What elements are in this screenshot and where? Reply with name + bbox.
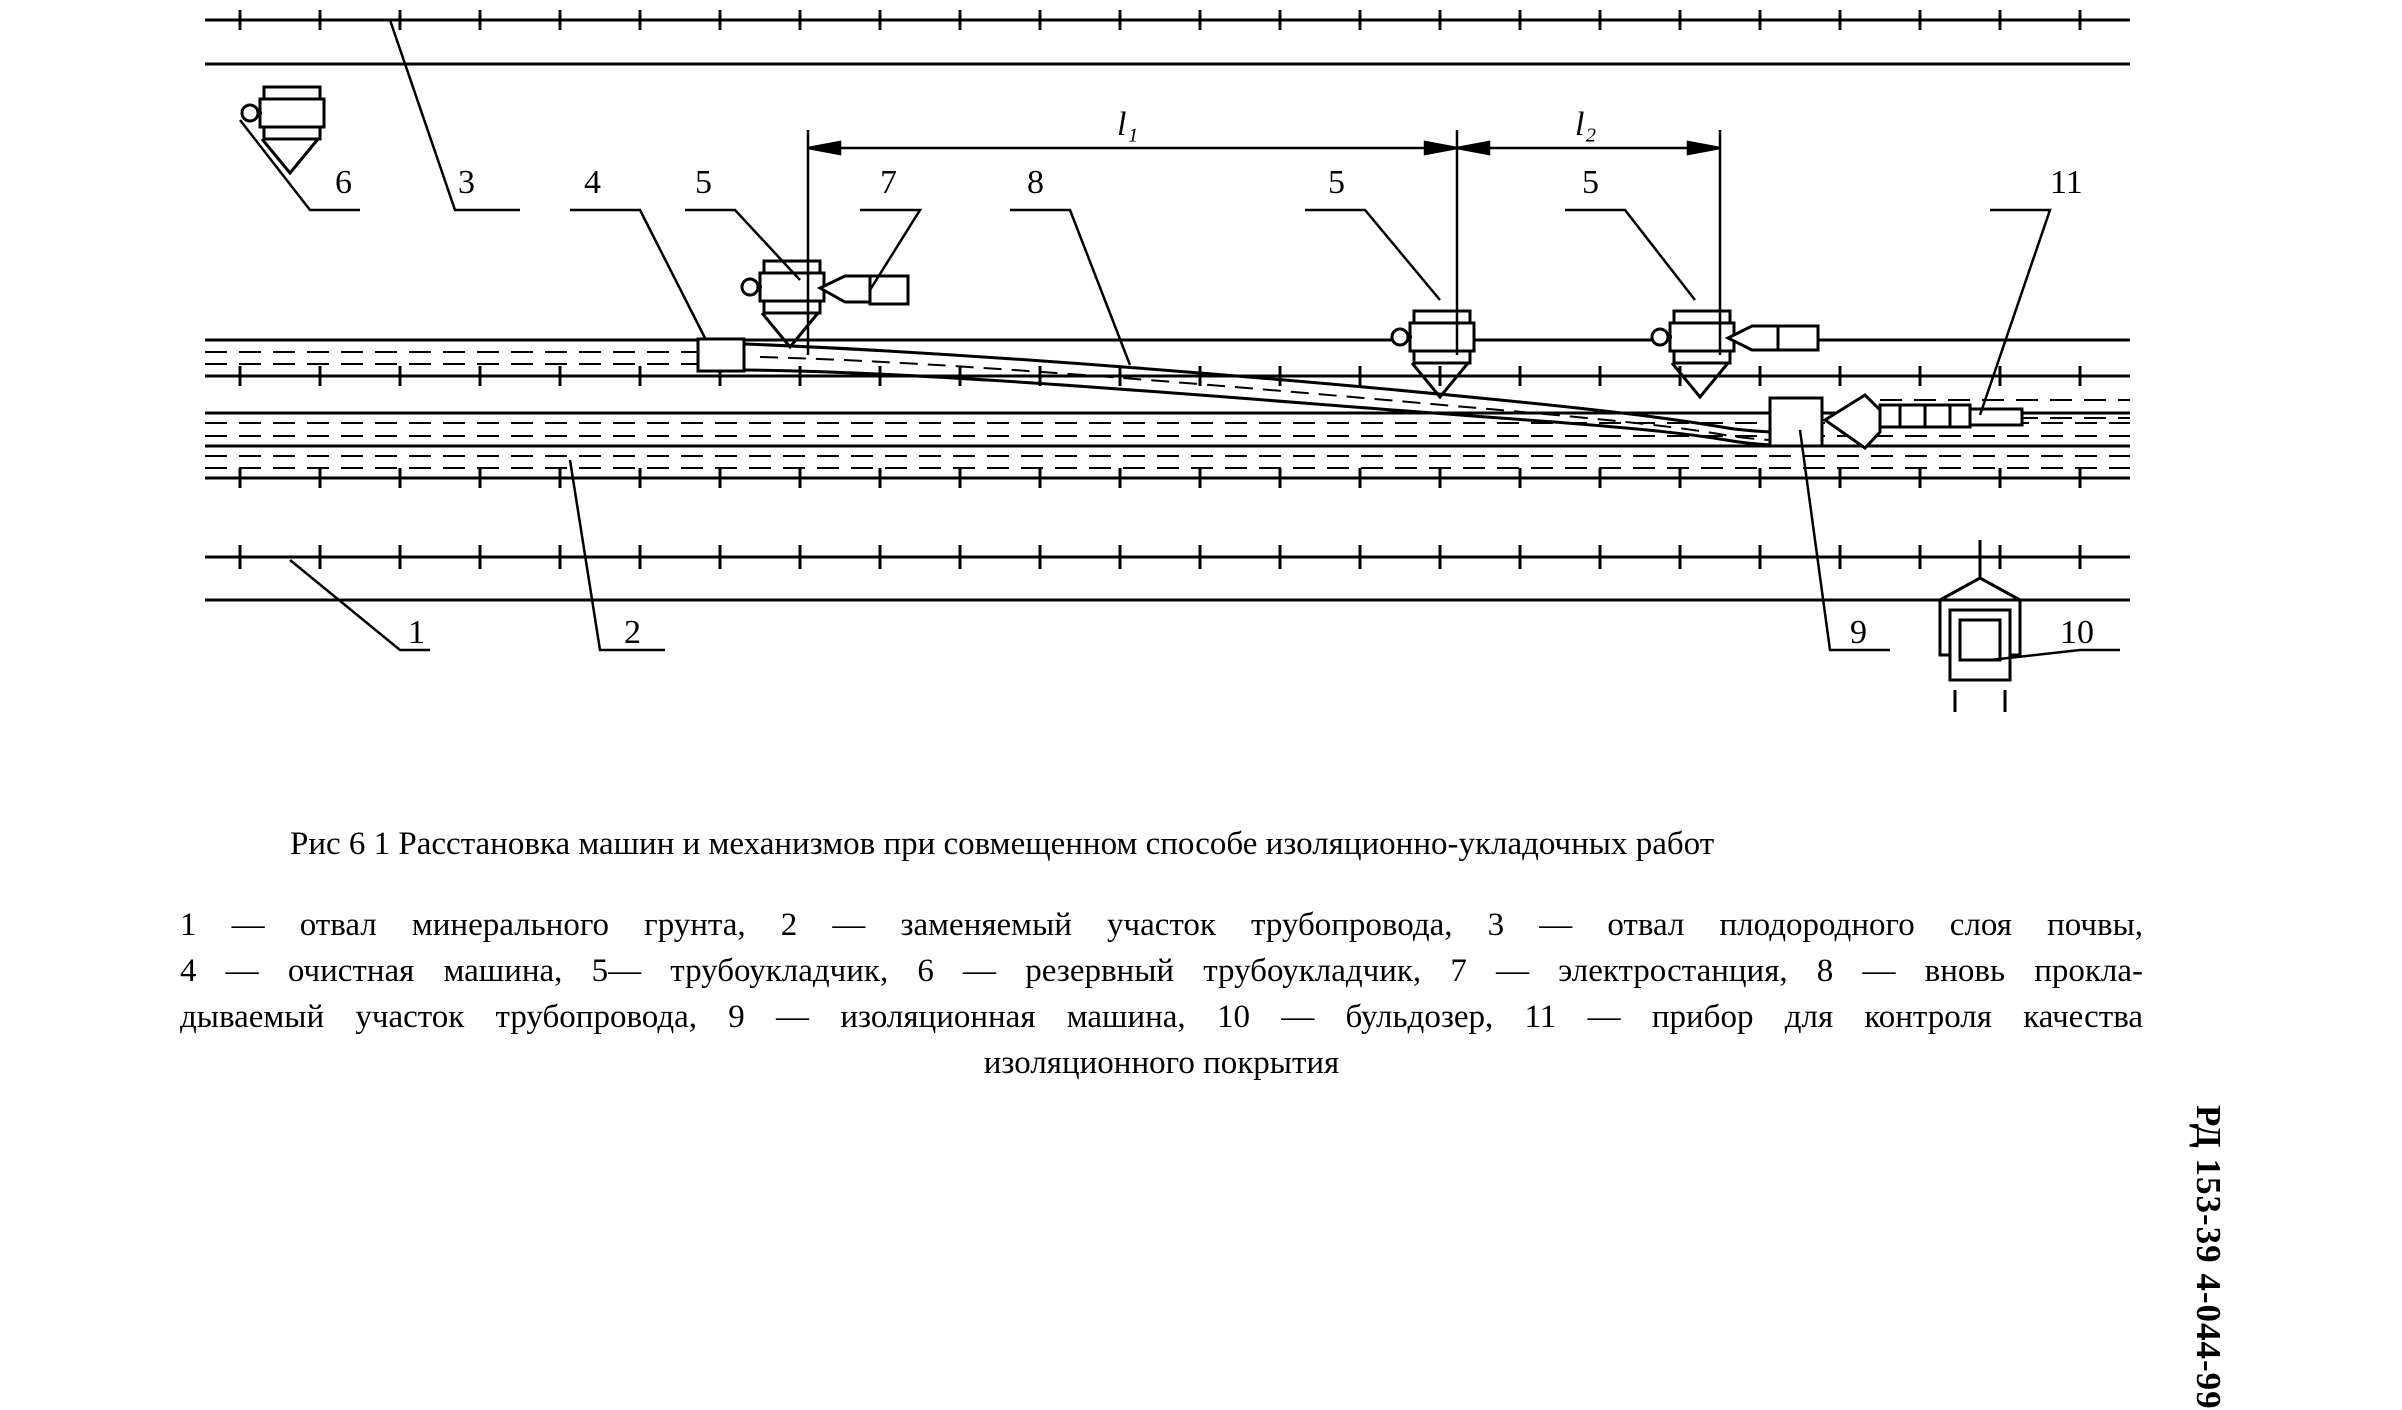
pipeline-layout-diagram: 6 3 4 5 7 8 5 5 11 1 2 9 10 l₁ l₂ [205, 10, 2130, 712]
mineral-dump-lines [205, 545, 2130, 602]
figure-legend: 1 — отвал минерального грунта, 2 — замен… [180, 902, 2143, 1086]
label-n5-second: 5 [1328, 164, 1345, 201]
figure-caption-title: Рис 6 1 Расстановка машин и механизмов п… [290, 826, 1715, 862]
document-number: РД 153-39 4-044-99 [2189, 1105, 2228, 1410]
label-n11: 11 [2050, 164, 2083, 201]
label-n5-third: 5 [1582, 164, 1599, 201]
label-n6: 6 [335, 164, 352, 201]
label-n7: 7 [880, 164, 897, 201]
bulldozer [1938, 540, 2022, 712]
power-station [816, 274, 910, 306]
label-n3: 3 [458, 164, 475, 201]
label-n5-first: 5 [695, 164, 712, 201]
label-group: 6 3 4 5 7 8 5 5 11 1 2 9 10 l₁ l₂ [335, 106, 2094, 651]
label-n9: 9 [1850, 614, 1867, 651]
dimension-label-l2: l₂ [1575, 106, 1596, 143]
new-pipe-section [744, 342, 1771, 447]
pipelayer [740, 259, 826, 350]
label-n1: 1 [408, 614, 425, 651]
leader-lines [239, 19, 2120, 662]
power-station-right [1724, 324, 1820, 352]
pipelayer [1390, 309, 1476, 400]
quality-control-device [1822, 393, 2024, 450]
insulation-machine [1768, 396, 1824, 448]
legend-line-4: изоляционного покрытия [983, 1045, 1340, 1081]
dimension-lines [806, 130, 1722, 355]
label-n4: 4 [584, 164, 601, 201]
dimension-label-l1: l₁ [1117, 106, 1138, 143]
label-n2: 2 [624, 614, 641, 651]
label-n8: 8 [1027, 164, 1044, 201]
pipelayer [1650, 309, 1736, 400]
cleaning-machine [696, 337, 746, 373]
legend-line-2: 4 — очистная машина, 5— трубоукладчик, 6… [180, 953, 2143, 989]
pipelayer [240, 85, 326, 176]
topsoil-dump-lines [205, 10, 2130, 66]
legend-line-1: 1 — отвал минерального грунта, 2 — замен… [180, 907, 2143, 943]
label-n10: 10 [2060, 614, 2094, 651]
legend-line-3: дываемый участок трубопровода, 9 — изоля… [180, 999, 2143, 1035]
